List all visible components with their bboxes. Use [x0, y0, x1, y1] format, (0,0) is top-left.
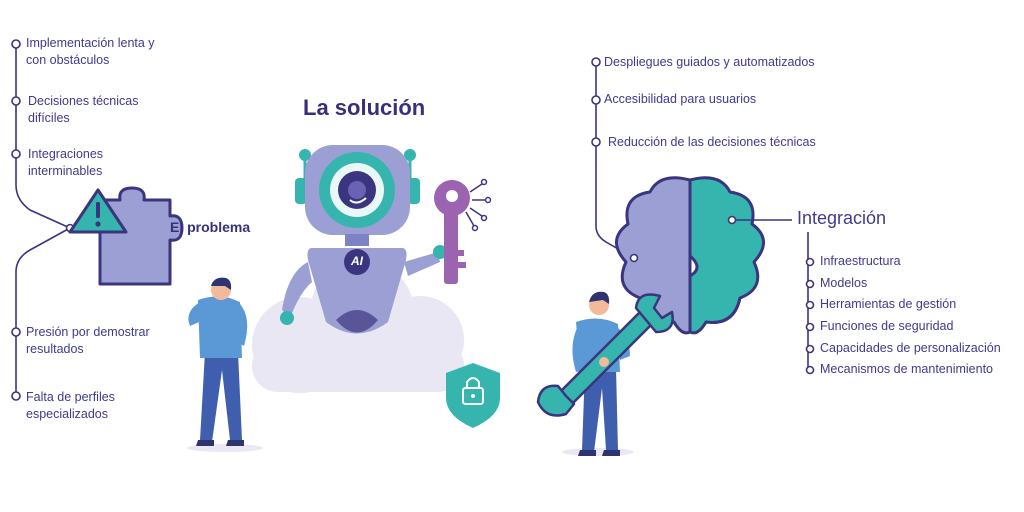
solution-title: La solución	[303, 95, 426, 120]
integration-item: Herramientas de gestión	[820, 297, 957, 311]
puzzle-icon	[98, 186, 184, 286]
brain-dots	[629, 215, 737, 263]
thinking-person	[187, 277, 263, 452]
integration-item: Capacidades de personalización	[820, 341, 1001, 355]
benefit-item: Despliegues guiados y automatizados	[604, 55, 815, 69]
person-with-wrench	[562, 291, 634, 456]
warning-icon	[68, 188, 128, 234]
integration-dot	[805, 279, 815, 289]
integration-dot	[805, 365, 815, 375]
problem-item: Presión por demostrar resultados	[26, 325, 150, 356]
problem-title: El problema	[170, 219, 251, 235]
benefit-dots	[591, 57, 601, 147]
integration-dot	[805, 344, 815, 354]
integration-item: Modelos	[820, 276, 868, 290]
problem-item: Integraciones interminables	[28, 147, 104, 178]
integration-dot	[805, 257, 815, 267]
integration-item: Funciones de seguridad	[820, 319, 954, 333]
problem-dot	[11, 149, 21, 159]
key-icon	[434, 178, 492, 284]
integration-item: Infraestructura	[820, 254, 901, 268]
integration-title: Integración	[797, 208, 887, 228]
problem-item: Falta de perfiles especializados	[26, 390, 115, 421]
benefit-item: Reducción de las decisiones técnicas	[608, 135, 816, 149]
robot-badge: AI	[351, 254, 363, 268]
problem-dot	[11, 39, 21, 49]
problem-dot	[11, 96, 21, 106]
problem-dot	[11, 391, 21, 401]
hand	[599, 357, 609, 367]
benefit-dot	[591, 137, 601, 147]
integration-dots	[805, 257, 815, 375]
robot	[280, 145, 447, 334]
problem-item: Decisiones técnicas difíciles	[28, 94, 139, 125]
problem-item: Implementación lenta y con obstáculos	[26, 36, 155, 67]
integration-item: Mecanismos de mantenimiento	[820, 362, 993, 376]
lock-shield-icon	[446, 363, 500, 428]
integration-dot	[805, 300, 815, 310]
brain-icon	[615, 176, 765, 335]
benefit-connector-lines	[595, 62, 635, 259]
robot-badge-disc	[344, 249, 370, 275]
benefit-item: Accesibilidad para usuarios	[604, 92, 757, 106]
integration-dot	[805, 322, 815, 332]
benefit-dot	[591, 57, 601, 67]
benefit-dot	[591, 95, 601, 105]
problem-dot	[11, 327, 21, 337]
